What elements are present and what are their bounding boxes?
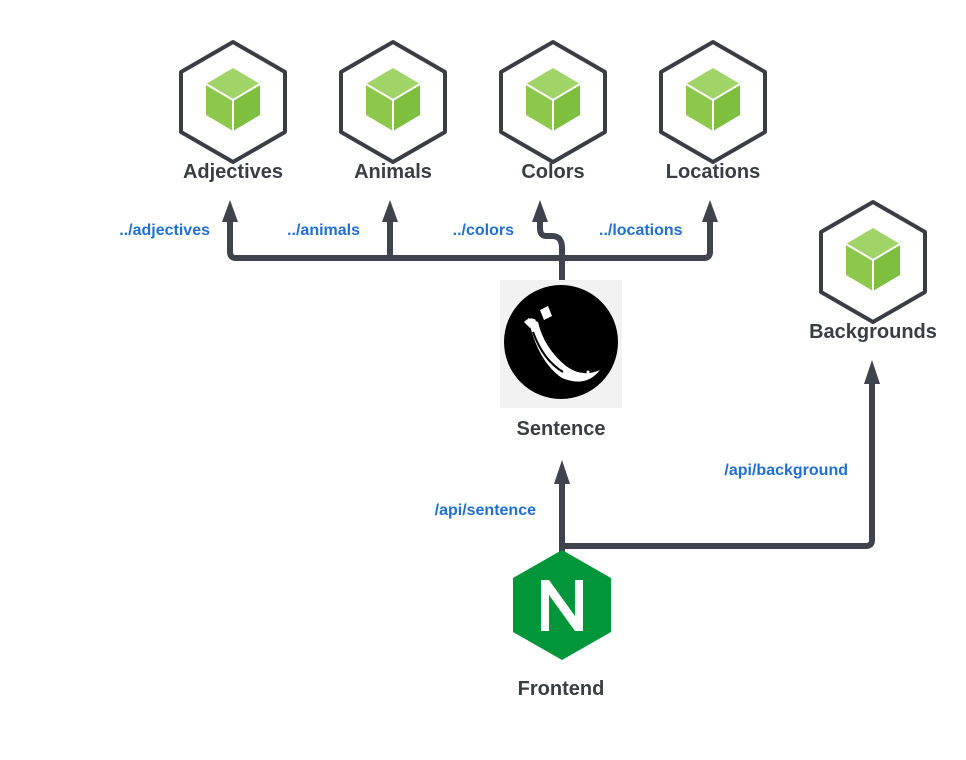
nodejs-cube-icon (819, 200, 927, 324)
frontend-label: Frontend (518, 678, 605, 700)
adjectives-node: Adjectives (179, 40, 287, 183)
animals-label: Animals (354, 161, 432, 183)
frontend-node: Frontend (513, 550, 611, 700)
arrow-up-icon (864, 360, 880, 384)
connector-colors (537, 217, 565, 261)
route-background: /api/background (724, 462, 848, 479)
route-adjectives: ../adjectives (119, 222, 210, 239)
flask-horn-icon (504, 285, 618, 399)
colors-label: Colors (521, 161, 584, 183)
nodejs-cube-icon (659, 40, 767, 164)
adjectives-label: Adjectives (183, 161, 283, 183)
arrow-up-icon (532, 200, 548, 222)
backgrounds-label: Backgrounds (809, 321, 937, 343)
colors-node: Colors (499, 40, 607, 183)
locations-label: Locations (666, 161, 760, 183)
connector-backgrounds (559, 379, 875, 549)
backgrounds-node: Backgrounds (809, 200, 937, 343)
arrow-up-icon (382, 200, 398, 222)
animals-node: Animals (339, 40, 447, 183)
nodejs-cube-icon (339, 40, 447, 164)
nginx-icon (513, 550, 611, 660)
arrow-up-icon (702, 200, 718, 222)
connector-locations (559, 217, 713, 261)
nodejs-cube-icon (499, 40, 607, 164)
sentence-label: Sentence (517, 418, 606, 440)
sentence-fanout-connectors (222, 200, 718, 285)
route-sentence: /api/sentence (435, 502, 536, 519)
route-colors: ../colors (453, 222, 514, 239)
nodejs-cube-icon (179, 40, 287, 164)
route-locations: ../locations (599, 222, 683, 239)
route-animals: ../animals (287, 222, 360, 239)
arrow-up-icon (554, 460, 570, 484)
frontend-connectors (554, 360, 880, 555)
locations-node: Locations (659, 40, 767, 183)
sentence-node: Sentence (500, 280, 622, 440)
arrow-up-icon (222, 200, 238, 222)
connector-adjectives (227, 217, 565, 285)
